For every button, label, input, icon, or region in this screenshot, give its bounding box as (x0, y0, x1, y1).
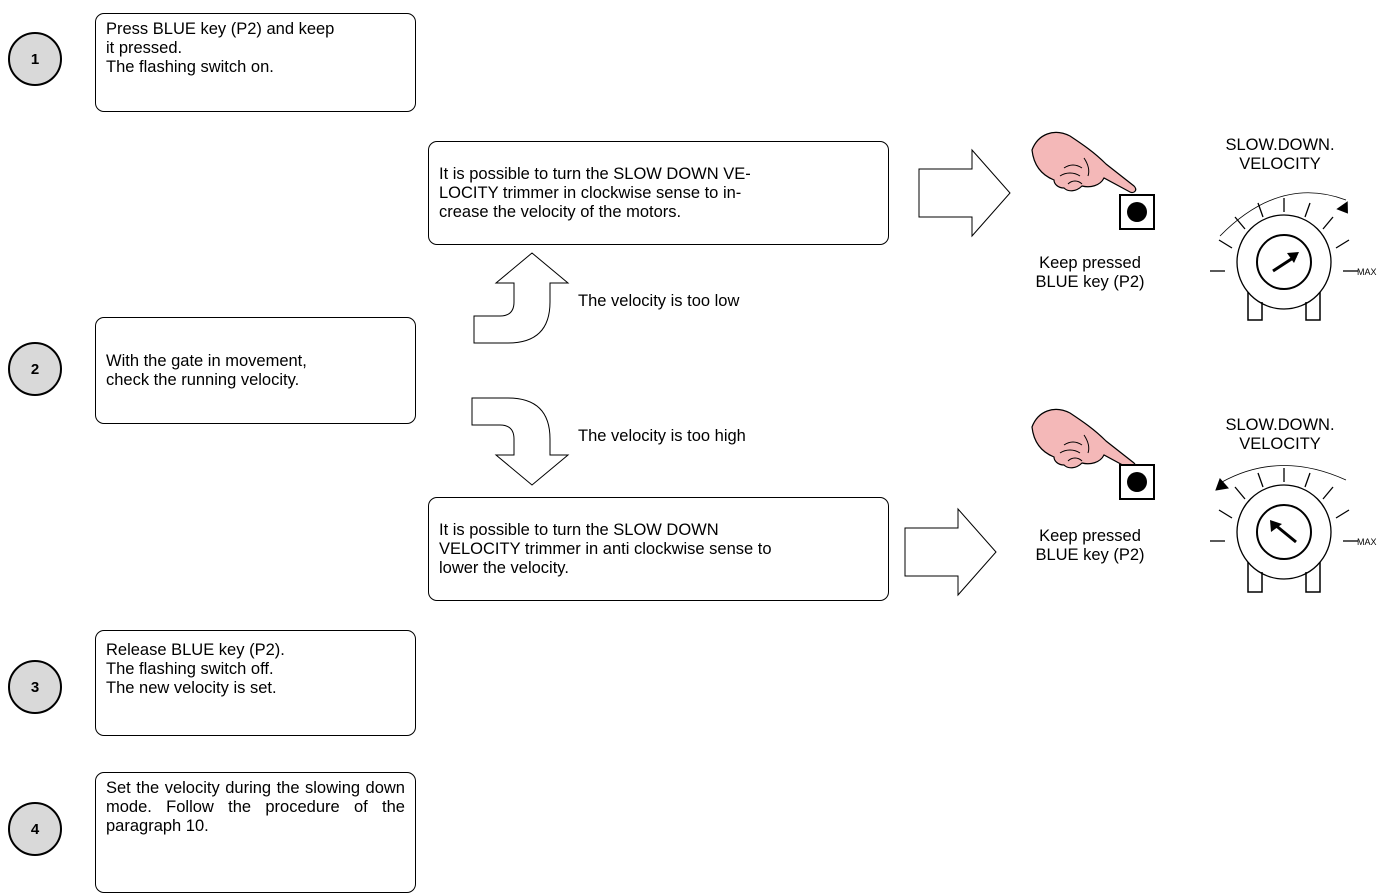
increase-velocity-text: It is possible to turn the SLOW DOWN VE-… (439, 164, 751, 221)
trimmer-max-label-bottom: MAX (1357, 537, 1377, 547)
step-1-badge: 1 (8, 32, 62, 86)
too-high-label: The velocity is too high (578, 427, 746, 445)
step-1-box: Press BLUE key (P2) and keep it pressed.… (95, 13, 416, 112)
hand-icon-bottom (1031, 408, 1137, 471)
step-3-badge: 3 (8, 660, 62, 714)
trimmer-title-bottom: SLOW.DOWN. VELOCITY (1225, 416, 1335, 453)
key-caption-top: Keep pressed BLUE key (P2) (1035, 254, 1145, 291)
too-low-label: The velocity is too low (578, 292, 740, 310)
decrease-velocity-box: It is possible to turn the SLOW DOWN VEL… (428, 497, 889, 601)
step-4-box: Set the velocity during the slowing down… (95, 772, 416, 893)
decrease-velocity-text: It is possible to turn the SLOW DOWN VEL… (439, 520, 772, 577)
curved-arrow-down (471, 397, 570, 486)
trimmer-dial-bottom (1210, 465, 1358, 593)
increase-velocity-box: It is possible to turn the SLOW DOWN VE-… (428, 141, 889, 245)
trimmer-dial-top (1210, 192, 1358, 321)
hand-icon-top (1031, 131, 1137, 194)
step-4-badge: 4 (8, 802, 62, 856)
curved-arrow-up (473, 252, 570, 344)
arrow-to-key-top (918, 148, 1011, 238)
trimmer-max-label-top: MAX (1357, 267, 1377, 277)
step-3-box: Release BLUE key (P2). The flashing swit… (95, 630, 416, 736)
trimmer-title-top: SLOW.DOWN. VELOCITY (1225, 136, 1335, 173)
arrow-to-key-bottom (904, 507, 997, 597)
step-2-text: With the gate in movement, check the run… (106, 351, 307, 389)
blue-key-icon-top (1119, 194, 1155, 230)
step-2-box: With the gate in movement, check the run… (95, 317, 416, 424)
blue-key-icon-bottom (1119, 464, 1155, 500)
step-2-badge: 2 (8, 342, 62, 396)
key-caption-bottom: Keep pressed BLUE key (P2) (1035, 527, 1145, 564)
